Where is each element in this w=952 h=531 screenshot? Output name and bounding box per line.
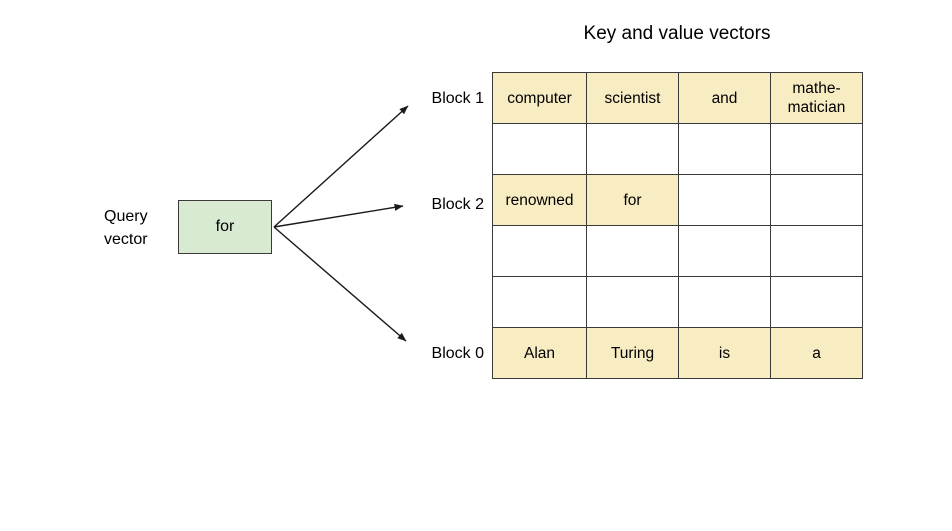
table-cell: computer bbox=[492, 72, 587, 124]
table-row-empty bbox=[492, 225, 863, 277]
table-cell: is bbox=[678, 327, 771, 379]
query-vector-box: for bbox=[178, 200, 272, 254]
table-cell bbox=[586, 225, 679, 277]
diagram-title: Key and value vectors bbox=[583, 23, 771, 44]
table-row-block-2: renowned for bbox=[492, 174, 863, 226]
block-2-label: Block 2 bbox=[431, 196, 484, 213]
table-cell bbox=[492, 276, 587, 328]
arrow-to-block-0 bbox=[273, 226, 407, 342]
table-cell: for bbox=[586, 174, 679, 226]
table-cell: renowned bbox=[492, 174, 587, 226]
table-cell bbox=[770, 123, 863, 175]
table-cell: scientist bbox=[586, 72, 679, 124]
query-vector-label: Query vector bbox=[104, 208, 148, 248]
table-cell: a bbox=[770, 327, 863, 379]
table-row-block-1: computer scientist and mathe- matician bbox=[492, 72, 863, 124]
query-vector-box-text: for bbox=[215, 218, 235, 235]
table-cell bbox=[586, 123, 679, 175]
table-cell: Alan bbox=[492, 327, 587, 379]
block-1-label: Block 1 bbox=[431, 90, 484, 107]
table-cell bbox=[678, 225, 771, 277]
arrow-to-block-1 bbox=[273, 105, 409, 228]
table-cell bbox=[770, 225, 863, 277]
table-cell: Turing bbox=[586, 327, 679, 379]
table-cell bbox=[678, 174, 771, 226]
key-value-table: computer scientist and mathe- matician r… bbox=[492, 72, 863, 379]
table-cell: mathe- matician bbox=[770, 72, 863, 124]
table-cell: and bbox=[678, 72, 771, 124]
table-cell bbox=[492, 225, 587, 277]
table-row-empty bbox=[492, 276, 863, 328]
table-cell bbox=[586, 276, 679, 328]
table-row-empty bbox=[492, 123, 863, 175]
table-cell bbox=[770, 276, 863, 328]
table-cell bbox=[492, 123, 587, 175]
arrow-to-block-2 bbox=[273, 203, 404, 228]
block-0-label: Block 0 bbox=[431, 345, 484, 362]
table-cell bbox=[678, 276, 771, 328]
table-cell bbox=[770, 174, 863, 226]
table-cell bbox=[678, 123, 771, 175]
table-row-block-0: Alan Turing is a bbox=[492, 327, 863, 379]
